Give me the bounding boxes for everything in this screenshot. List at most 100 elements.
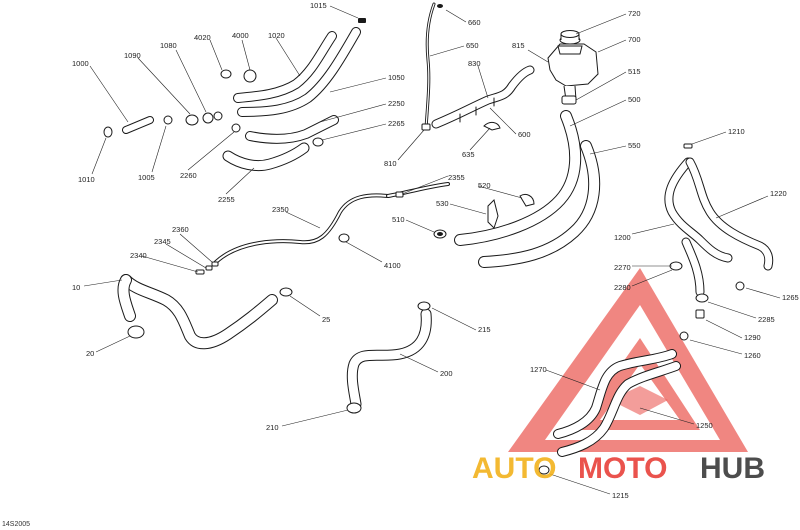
label-2360: 2360	[172, 225, 189, 234]
hose-1200	[664, 157, 733, 263]
clamp-2260	[231, 123, 241, 133]
hose-830	[431, 65, 535, 129]
label-2255: 2255	[218, 195, 235, 204]
label-550: 550	[628, 141, 641, 150]
label-20: 20	[86, 349, 94, 358]
clamp-4020	[220, 69, 232, 79]
label-1000: 1000	[72, 59, 89, 68]
label-650: 650	[466, 41, 479, 50]
figure-code: 14S2005	[2, 521, 30, 528]
hose-1250	[557, 361, 681, 457]
hose-500	[454, 110, 582, 246]
label-500: 500	[628, 95, 641, 104]
label-25: 25	[322, 315, 330, 324]
label-1250: 1250	[696, 421, 713, 430]
label-1080: 1080	[160, 41, 177, 50]
watermark-auto: AUTO	[472, 452, 556, 485]
clamp-20	[127, 325, 145, 339]
label-520: 520	[478, 181, 491, 190]
label-810: 810	[384, 159, 397, 168]
label-1220: 1220	[770, 189, 787, 198]
label-1290: 1290	[744, 333, 761, 342]
hose-10	[117, 274, 278, 350]
label-2355: 2355	[448, 173, 465, 182]
label-815: 815	[512, 41, 525, 50]
part-labels: 1015 660 720 700 815 650 830 515 500 600…	[72, 1, 799, 500]
hose-550	[478, 140, 601, 268]
label-830: 830	[468, 59, 481, 68]
label-4000: 4000	[232, 31, 249, 40]
label-4020: 4020	[194, 33, 211, 42]
clamp-1260	[679, 331, 689, 341]
fitting-1015	[358, 18, 366, 23]
hose-1000	[122, 116, 154, 134]
hose-1020	[233, 31, 337, 103]
label-1210: 1210	[728, 127, 745, 136]
clamp-2355	[395, 191, 404, 198]
clamp-2285	[695, 293, 709, 303]
label-2350: 2350	[272, 205, 289, 214]
clamp-210	[346, 402, 362, 414]
label-530: 530	[436, 199, 449, 208]
label-1005: 1005	[138, 173, 155, 182]
bracket-530	[487, 199, 499, 229]
watermark-moto: MOTO	[578, 452, 667, 485]
clamp-1080	[202, 111, 223, 124]
watermark-text: AUTO MOTO HUB	[472, 452, 765, 485]
label-1020: 1020	[268, 31, 285, 40]
clip-520	[519, 193, 535, 207]
label-600: 600	[518, 130, 531, 139]
clamp-1010	[103, 126, 113, 138]
clamp-2265	[312, 137, 324, 147]
watermark-hub: HUB	[700, 452, 765, 485]
label-510: 510	[392, 215, 405, 224]
clamp-1215	[538, 465, 550, 475]
label-1010: 1010	[78, 175, 95, 184]
label-200: 200	[440, 369, 453, 378]
clamp-25	[279, 287, 293, 297]
label-1265: 1265	[782, 293, 799, 302]
fitting-1290	[695, 309, 705, 319]
label-215: 215	[478, 325, 491, 334]
label-1050: 1050	[388, 73, 405, 82]
label-210: 210	[266, 423, 279, 432]
label-1015: 1015	[310, 1, 327, 10]
label-2265: 2265	[388, 119, 405, 128]
label-4100: 4100	[384, 261, 401, 270]
clamp-1090	[185, 114, 199, 126]
hose-1270	[553, 349, 677, 439]
label-515: 515	[628, 67, 641, 76]
hose-2270	[681, 237, 705, 297]
hose-2350	[214, 182, 450, 264]
clamp-1005	[163, 115, 173, 125]
hose-2250	[245, 115, 339, 144]
clamp-510	[433, 229, 447, 239]
label-660: 660	[468, 18, 481, 27]
label-1090: 1090	[124, 51, 141, 60]
label-1270: 1270	[530, 365, 547, 374]
hose-200	[346, 308, 432, 410]
label-1215: 1215	[612, 491, 629, 500]
label-2250: 2250	[388, 99, 405, 108]
leader-lines	[83, 5, 781, 495]
hose-1220	[685, 157, 774, 271]
coolant-reservoir	[547, 30, 599, 105]
label-10: 10	[72, 283, 80, 292]
fittings-2340-2360	[195, 261, 219, 275]
label-720: 720	[628, 9, 641, 18]
label-2280: 2280	[614, 283, 631, 292]
label-2345: 2345	[154, 237, 171, 246]
fitting-1210	[683, 143, 693, 149]
hose-1050	[237, 27, 361, 117]
label-635: 635	[462, 150, 475, 159]
label-1260: 1260	[744, 351, 761, 360]
clip-635	[483, 121, 501, 131]
label-2340: 2340	[130, 251, 147, 260]
clamp-1265	[735, 281, 745, 291]
label-2285: 2285	[758, 315, 775, 324]
hose-650	[421, 2, 443, 131]
clamp-215	[417, 301, 431, 311]
label-2260: 2260	[180, 171, 197, 180]
label-1200: 1200	[614, 233, 631, 242]
